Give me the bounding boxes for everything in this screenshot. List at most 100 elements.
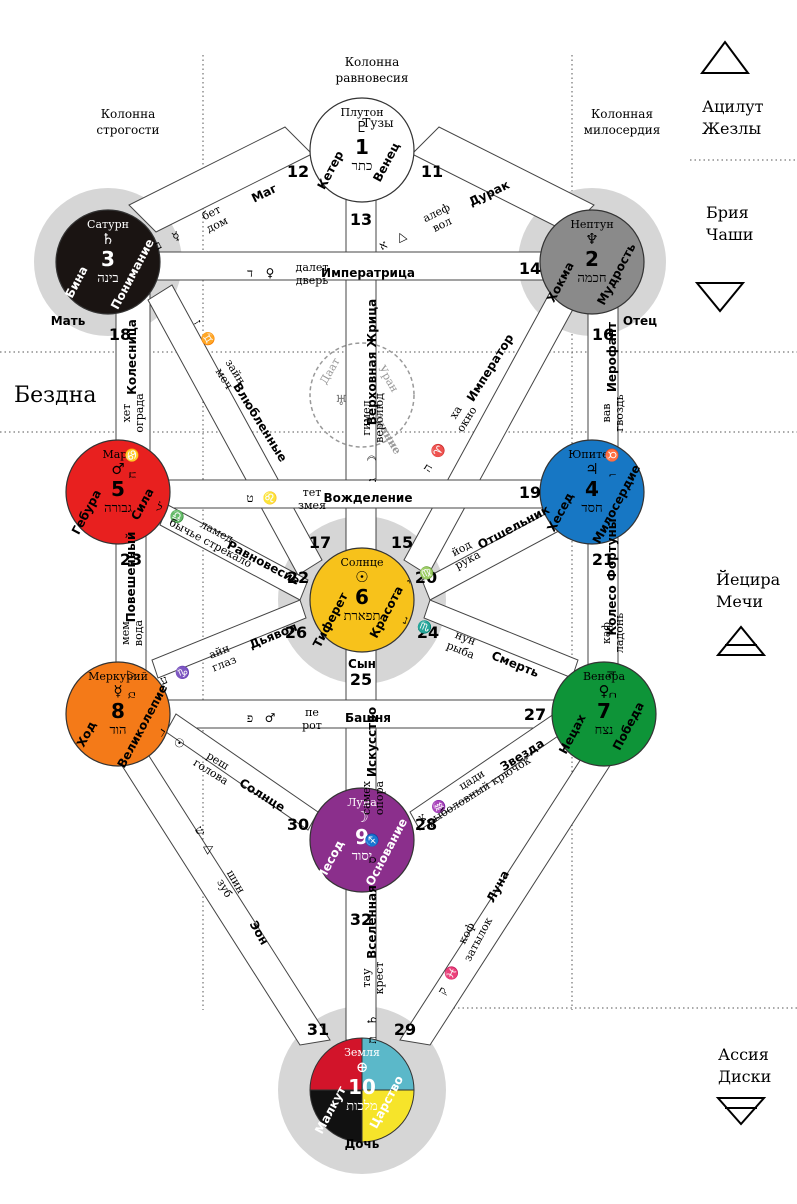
path-letter: каф	[600, 622, 613, 644]
path-hebrew-letter: ז	[191, 317, 205, 327]
path-letter: тет	[303, 486, 322, 499]
planet-glyph-icon: ♇	[355, 118, 368, 136]
path-hebrew-letter: פ	[247, 711, 253, 725]
path-card: Маг	[249, 181, 279, 205]
path-number: 21	[592, 550, 614, 569]
world-aziluth: Ацилут Жезлы	[700, 40, 764, 138]
sephira-extra: Дочь	[345, 1137, 380, 1151]
path-number: 24	[417, 623, 439, 642]
sephira-extra: Мать	[51, 314, 86, 328]
planet-name: Меркурий	[88, 670, 148, 683]
path-symbol-icon: ♋	[125, 447, 139, 462]
malkuth-quadrant	[309, 1089, 363, 1143]
path-card: Искусство	[365, 707, 379, 777]
sephira-number: 2	[585, 247, 599, 271]
sephira-number: 6	[355, 585, 369, 609]
path-hebrew-letter: ת	[365, 1036, 379, 1043]
water-triangle-icon	[694, 282, 746, 313]
planet-glyph-icon: ☽	[355, 808, 368, 826]
planet-name: Марс	[102, 448, 133, 461]
path-number: 27	[524, 705, 546, 724]
sephira-number: 7	[597, 699, 611, 723]
path-meaning: вода	[132, 619, 145, 646]
path-number: 20	[415, 568, 437, 587]
path-meaning: дверь	[296, 274, 329, 287]
planet-glyph-icon: ♀	[599, 682, 610, 700]
path-number: 28	[415, 815, 437, 834]
sephira-number: 3	[101, 247, 115, 271]
path-hebrew-letter: ע	[158, 672, 170, 688]
path-symbol-icon: △	[394, 228, 409, 245]
planet-name: Нептун	[570, 218, 613, 231]
path-number: 18	[109, 325, 131, 344]
planet-name: Земля	[344, 1046, 380, 1059]
world-name: Йецира	[716, 569, 781, 589]
planet-name: Венера	[583, 670, 625, 683]
path-number: 11	[421, 162, 443, 181]
sephira-disc	[65, 661, 171, 767]
path-number: 19	[519, 483, 541, 502]
path-hebrew-letter: ג	[365, 478, 379, 482]
world-assiah: Ассия Диски	[715, 1045, 771, 1126]
sephira-number: 10	[348, 1075, 376, 1099]
sephira-hebrew: מלכות	[346, 1099, 378, 1114]
path-letter: мем	[119, 621, 132, 645]
sephira-hebrew: חסד	[581, 501, 602, 516]
path-number: 23	[120, 550, 142, 569]
path-card: Иерофант	[605, 322, 619, 392]
sephira-hebrew: בינה	[97, 271, 118, 286]
path-number: 13	[350, 210, 372, 229]
path-hebrew-letter: ח	[125, 471, 139, 478]
world-name: Ацилут	[702, 97, 764, 116]
daath-name: Даат	[317, 356, 342, 387]
path-number: 16	[592, 325, 614, 344]
sephira-hebrew: הוד	[109, 723, 126, 738]
sephira-hebrew: תפארת	[344, 609, 381, 624]
path-card: Колесо Фортуны	[605, 518, 619, 635]
path-letter: хет	[120, 404, 133, 423]
path-symbol-icon: ♓	[442, 963, 461, 983]
sephira-hebrew: חכמה	[577, 271, 606, 286]
path-number: 17	[309, 533, 331, 552]
path-symbol-icon: ♐	[365, 832, 379, 847]
world-yetzirah: Йецира Мечи	[715, 569, 781, 656]
path-symbol-icon: ▽	[124, 670, 138, 680]
path-number: 12	[287, 162, 309, 181]
planet-name: Плутон	[340, 106, 383, 119]
malkuth-quadrant	[309, 1037, 363, 1091]
path-letter: тау	[360, 968, 373, 988]
planet-glyph-icon: ♆	[585, 230, 598, 248]
path-meaning: ладонь	[613, 613, 626, 653]
path-hebrew-letter: נ	[401, 613, 410, 627]
path-symbol-icon: ♒	[429, 797, 449, 817]
planet-glyph-icon: ⊕	[356, 1058, 369, 1076]
path-hebrew-letter: כ	[605, 692, 619, 698]
sephira-disc	[309, 97, 415, 203]
path-symbol-icon: ☽	[365, 455, 379, 466]
path-card: Верховная Жрица	[365, 299, 379, 425]
sephira-disc	[309, 547, 415, 653]
world-name: Ассия	[718, 1045, 769, 1064]
